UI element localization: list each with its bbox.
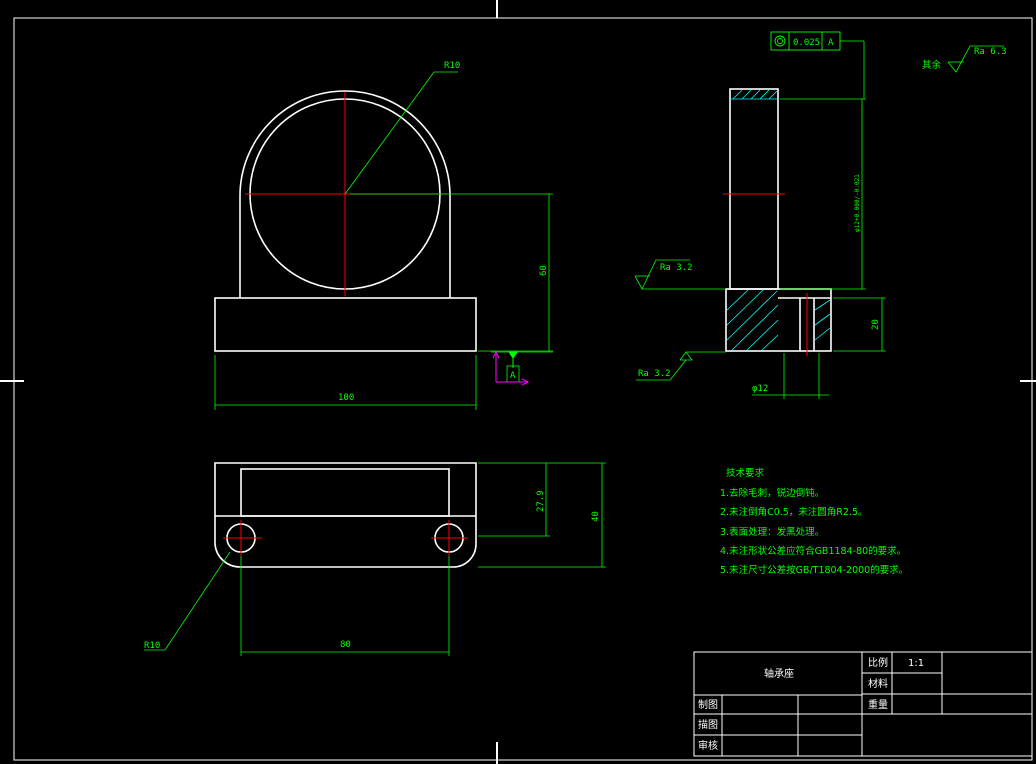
requirements-heading: 技术要求 — [726, 467, 765, 479]
designed-label: 描图 — [698, 718, 718, 731]
dim-r10-top: R10 — [444, 61, 460, 71]
surface-finish-a-value: Ra 3.2 — [660, 263, 693, 273]
weight-label: 重量 — [868, 698, 888, 711]
front-view: R10 60 100 A — [214, 61, 553, 410]
dim-width-27-9: 27.9 — [536, 490, 546, 512]
material-label: 材料 — [868, 677, 888, 690]
tolerance-frame: 0.025 A — [770, 31, 841, 51]
requirement-4: 4.未注形状公差应符合GB1184-80的要求。 — [720, 545, 906, 557]
surface-finish-rest — [947, 45, 1004, 73]
side-view: φ12+0.000/-0.021 20 φ12 0.025 A 其余 Ra 6.… — [634, 31, 1007, 399]
surface-finish-b — [636, 351, 726, 381]
dim-r10-bottom: R10 — [144, 641, 160, 651]
title-block: 轴承座 比例 1:1 材料 重量 制图 描图 审核 — [693, 651, 1033, 757]
drawn-label: 制图 — [698, 698, 718, 711]
dim-shaft-diameter: φ12+0.000/-0.021 — [854, 174, 861, 232]
requirement-1: 1.去除毛刺，锐边倒钝。 — [720, 487, 824, 499]
dim-height-60: 60 — [539, 265, 549, 276]
scale-value: 1:1 — [908, 658, 924, 669]
surface-finish-b-value: Ra 3.2 — [638, 369, 671, 379]
requirement-2: 2.未注倒角C0.5，未注圆角R2.5。 — [720, 506, 868, 518]
top-view: 80 27.9 40 R10 — [144, 462, 606, 656]
surface-finish-rest-value: Ra 6.3 — [974, 47, 1007, 57]
dim-height-40: 40 — [591, 511, 601, 522]
checked-label: 审核 — [698, 739, 718, 752]
requirement-3: 3.表面处理：发黑处理。 — [720, 526, 824, 538]
scale-label: 比例 — [868, 656, 888, 669]
dim-width-100: 100 — [338, 393, 354, 403]
tolerance-datum: A — [828, 38, 834, 48]
dim-thickness-20: 20 — [871, 319, 881, 330]
dim-spacing-80: 80 — [340, 640, 351, 650]
dim-diameter-12: φ12 — [752, 384, 768, 394]
requirement-5: 5.未注尺寸公差按GB/T1804-2000的要求。 — [720, 564, 908, 576]
surface-finish-a — [634, 259, 726, 290]
tolerance-value: 0.025 — [793, 38, 820, 48]
part-name: 轴承座 — [764, 667, 794, 680]
datum-a-symbol: A — [492, 350, 530, 386]
technical-requirements: 技术要求 1.去除毛刺，锐边倒钝。 2.未注倒角C0.5，未注圆角R2.5。 3… — [720, 467, 908, 576]
datum-a-letter: A — [510, 371, 516, 381]
surface-finish-rest-label: 其余 — [922, 59, 942, 71]
